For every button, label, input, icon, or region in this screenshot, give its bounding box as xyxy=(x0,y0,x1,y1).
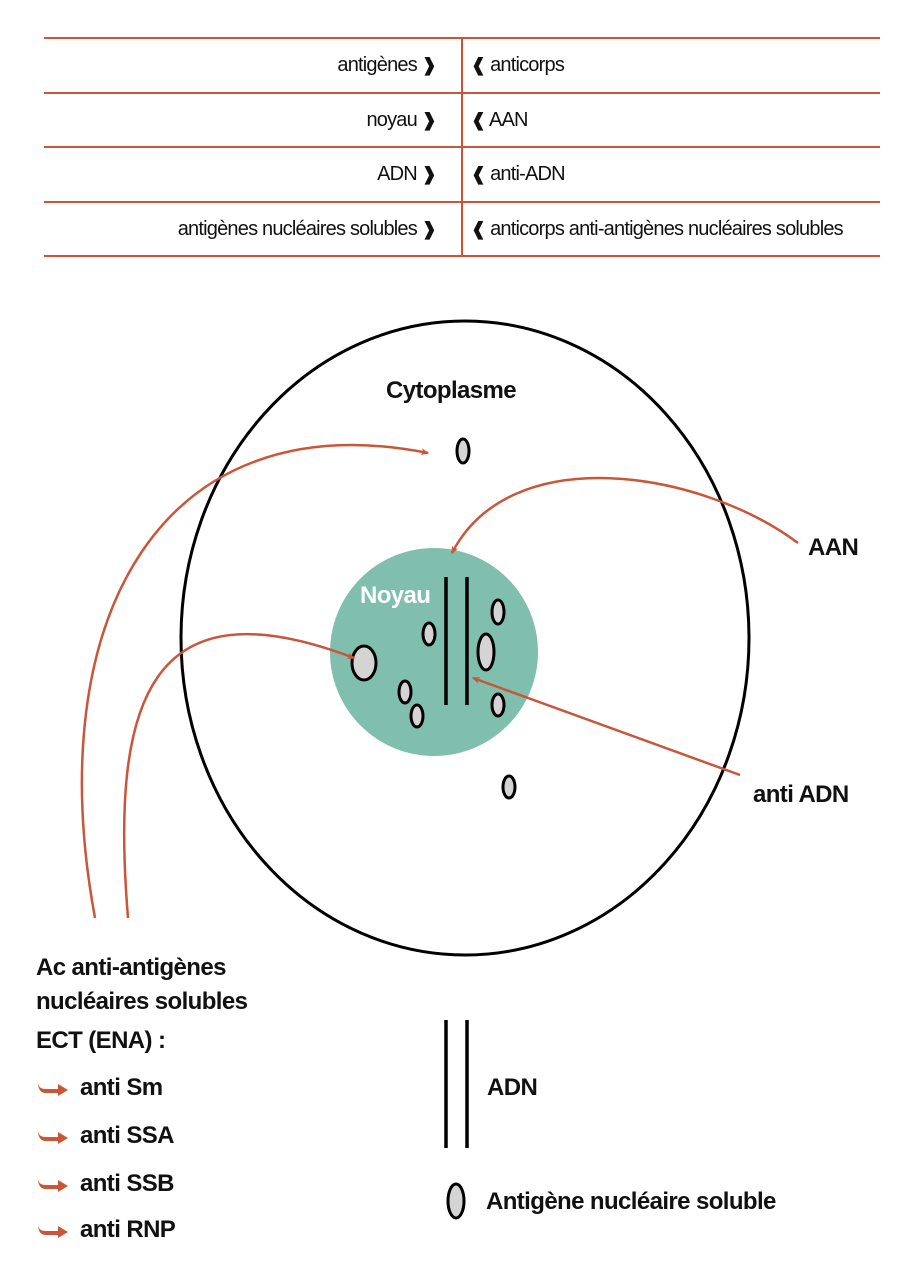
arrow-bullet-icon xyxy=(38,1224,68,1238)
ena-item-label: anti Sm xyxy=(80,1074,163,1101)
antigen xyxy=(476,632,496,672)
arrow-ena-cytoplasm xyxy=(80,443,430,919)
antigen xyxy=(501,774,517,800)
arrow-bullet-icon xyxy=(38,1178,68,1192)
anti-adn-label: anti ADN xyxy=(753,781,849,808)
ena-title-line: ECT (ENA) : xyxy=(36,1027,166,1054)
nucleus-label: Noyau xyxy=(360,582,431,609)
antigen xyxy=(421,621,437,647)
ena-item: anti SSA xyxy=(36,1122,174,1150)
table-divider xyxy=(461,38,463,256)
antigen xyxy=(350,644,378,682)
nucleus xyxy=(330,548,538,756)
soluble-antigens xyxy=(350,437,517,800)
table-cell-antibody: ❰ anticorps anti-antigènes nucléaires so… xyxy=(471,218,844,240)
ena-item-label: anti SSA xyxy=(80,1122,174,1149)
arrow-anti-adn xyxy=(471,676,741,777)
aan-label: AAN xyxy=(808,534,859,561)
arrow-ena-nucleus xyxy=(122,632,356,919)
table-cell-antibody: ❰ anticorps xyxy=(471,54,565,76)
arrow-aan xyxy=(450,476,799,555)
table-cell-antibody: ❰ anti-ADN xyxy=(471,163,566,185)
table-cell-antigen: ADN ❱ xyxy=(377,163,437,185)
ena-item-label: anti SSB xyxy=(80,1170,174,1197)
antigen xyxy=(490,598,506,626)
legend-adn-label: ADN xyxy=(487,1074,538,1101)
table-cell-antigen: noyau ❱ xyxy=(366,109,436,131)
cytoplasm-label: Cytoplasme xyxy=(386,377,517,404)
legend-antigen-icon xyxy=(446,1182,466,1220)
antigen xyxy=(490,692,506,718)
table-cell-antigen: antigènes nucléaires solubles ❱ xyxy=(177,218,437,240)
table-rule xyxy=(44,255,880,257)
ena-item: anti RNP xyxy=(36,1216,176,1244)
ena-title-line: Ac anti-antigènes xyxy=(36,954,226,981)
table-cell-antigen: antigènes ❱ xyxy=(337,54,436,76)
ena-item: anti Sm xyxy=(36,1074,163,1102)
table-cell-antibody: ❰ AAN xyxy=(471,109,528,131)
antigen xyxy=(409,703,425,729)
cell-membrane xyxy=(179,319,751,957)
antigen xyxy=(455,437,471,465)
antigen xyxy=(397,679,413,705)
arrow-bullet-icon xyxy=(38,1082,68,1096)
ena-title-line: nucléaires solubles xyxy=(36,988,248,1015)
ena-item-label: anti RNP xyxy=(80,1216,176,1243)
arrow-bullet-icon xyxy=(38,1130,68,1144)
ena-item: anti SSB xyxy=(36,1170,174,1198)
legend-antigen-label: Antigène nucléaire soluble xyxy=(486,1188,776,1215)
